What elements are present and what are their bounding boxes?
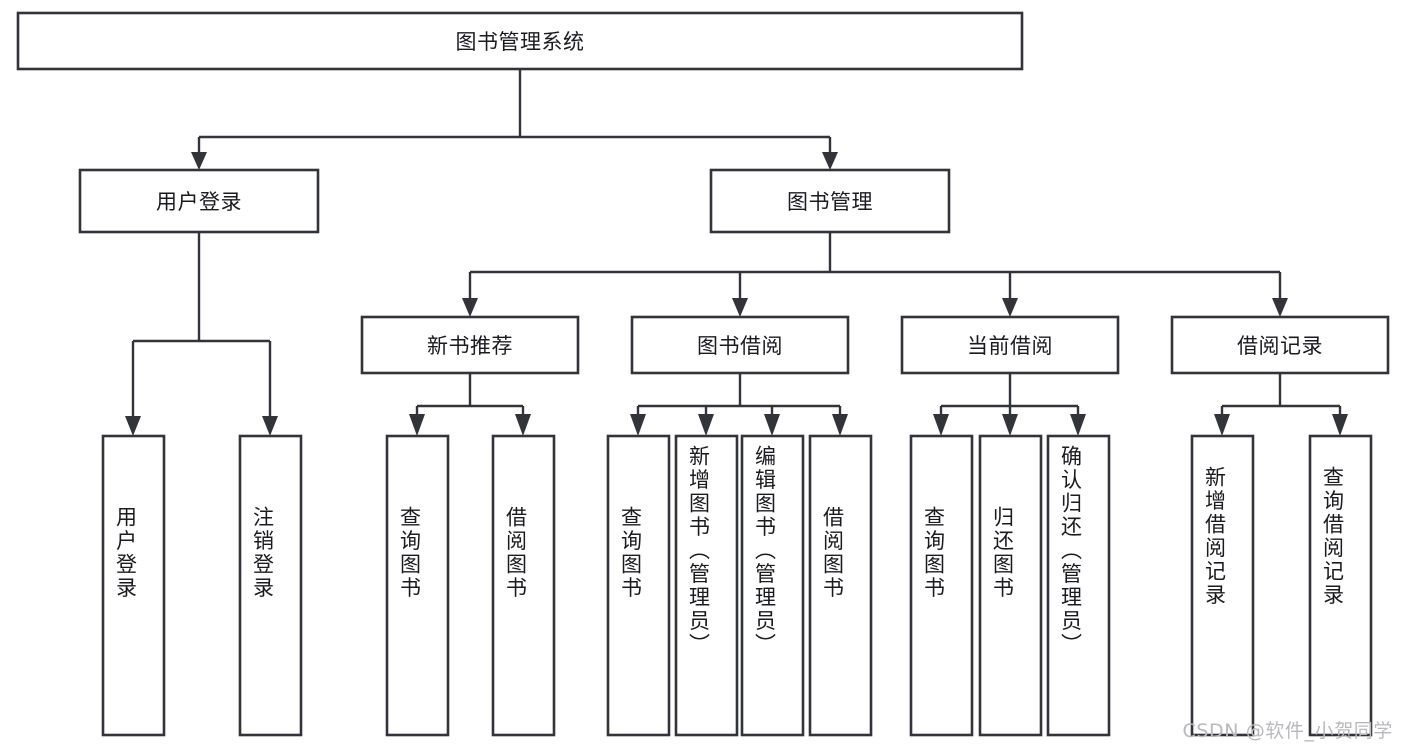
csdn-watermark: CSDN @软件_小贺同学 bbox=[1182, 720, 1393, 742]
arrow-to-new-book bbox=[462, 298, 478, 317]
node-current-borrow-label: 当前借阅 bbox=[967, 334, 1053, 358]
edges-root-to-level2 bbox=[191, 69, 838, 170]
arrow-user-login-leaf1 bbox=[125, 416, 141, 436]
edges-borrow-record-to-leaves bbox=[1214, 373, 1348, 436]
arrow-current-borrow-leaf3 bbox=[1070, 414, 1086, 436]
leaf-box-current-borrow-3[interactable] bbox=[1046, 434, 1111, 737]
node-book-borrow-label: 图书借阅 bbox=[697, 334, 783, 358]
arrow-to-current-borrow bbox=[1002, 298, 1018, 317]
arrow-book-borrow-leaf4 bbox=[832, 414, 848, 436]
arrow-borrow-record-leaf1 bbox=[1214, 414, 1230, 436]
edges-current-borrow-to-leaves bbox=[933, 373, 1086, 436]
node-borrow-record[interactable]: 借阅记录 bbox=[1170, 315, 1390, 375]
arrow-current-borrow-leaf1 bbox=[933, 414, 949, 436]
leaf-box-borrow-record-1[interactable] bbox=[1190, 434, 1255, 737]
leaf-box-current-borrow-1[interactable] bbox=[909, 434, 974, 737]
arrow-book-borrow-leaf3 bbox=[764, 414, 780, 436]
leaf-box-new-book-1[interactable] bbox=[385, 434, 450, 737]
arrow-to-book-borrow bbox=[732, 298, 748, 317]
node-new-book-recommend[interactable]: 新书推荐 bbox=[360, 315, 580, 375]
leaf-box-current-borrow-2[interactable] bbox=[978, 434, 1043, 737]
node-new-book-recommend-box bbox=[360, 315, 580, 375]
arrow-user-login-leaf2 bbox=[262, 416, 278, 436]
edges-book-borrow-to-leaves bbox=[630, 373, 848, 436]
node-user-login[interactable]: 用户登录 bbox=[78, 168, 320, 234]
leaf-box-book-borrow-4[interactable] bbox=[808, 434, 873, 737]
leaf-box-new-book-2[interactable] bbox=[491, 434, 556, 737]
arrow-book-borrow-leaf2 bbox=[698, 414, 714, 436]
arrow-to-book-manage bbox=[822, 152, 838, 170]
leaf-box-book-borrow-1[interactable] bbox=[606, 434, 671, 737]
node-book-borrow-box bbox=[630, 315, 850, 375]
edges-book-manage-to-level3 bbox=[462, 232, 1288, 317]
leaf-box-user-login-1[interactable] bbox=[101, 434, 166, 737]
node-book-management[interactable]: 图书管理 bbox=[709, 168, 951, 234]
node-new-book-recommend-label: 新书推荐 bbox=[427, 334, 513, 358]
node-current-borrow-box bbox=[900, 315, 1120, 375]
node-borrow-record-box bbox=[1170, 315, 1390, 375]
node-borrow-record-label: 借阅记录 bbox=[1237, 334, 1323, 358]
arrow-to-user-login bbox=[191, 152, 207, 170]
leaf-box-book-borrow-3[interactable] bbox=[740, 434, 805, 737]
leaf-box-user-login-2[interactable] bbox=[238, 434, 303, 737]
node-root-label: 图书管理系统 bbox=[456, 30, 585, 54]
arrow-current-borrow-leaf2 bbox=[1002, 414, 1018, 436]
arrow-new-book-leaf2 bbox=[515, 414, 531, 436]
arrow-new-book-leaf1 bbox=[409, 414, 425, 436]
node-book-management-box bbox=[709, 168, 951, 234]
edges-new-book-to-leaves bbox=[409, 373, 531, 436]
node-book-management-label: 图书管理 bbox=[787, 190, 873, 214]
node-user-login-label: 用户登录 bbox=[156, 190, 242, 214]
node-current-borrow[interactable]: 当前借阅 bbox=[900, 315, 1120, 375]
node-root-book-management-system[interactable]: 图书管理系统 bbox=[16, 11, 1024, 71]
node-user-login-box bbox=[78, 168, 320, 234]
leaf-box-book-borrow-2[interactable] bbox=[674, 434, 739, 737]
node-book-borrow[interactable]: 图书借阅 bbox=[630, 315, 850, 375]
node-root-box bbox=[16, 11, 1024, 71]
arrow-to-borrow-record bbox=[1272, 298, 1288, 317]
leaf-box-borrow-record-2[interactable] bbox=[1308, 434, 1373, 737]
arrow-book-borrow-leaf1 bbox=[630, 414, 646, 436]
arrow-borrow-record-leaf2 bbox=[1332, 414, 1348, 436]
edges-user-login-to-leaves bbox=[125, 232, 278, 436]
